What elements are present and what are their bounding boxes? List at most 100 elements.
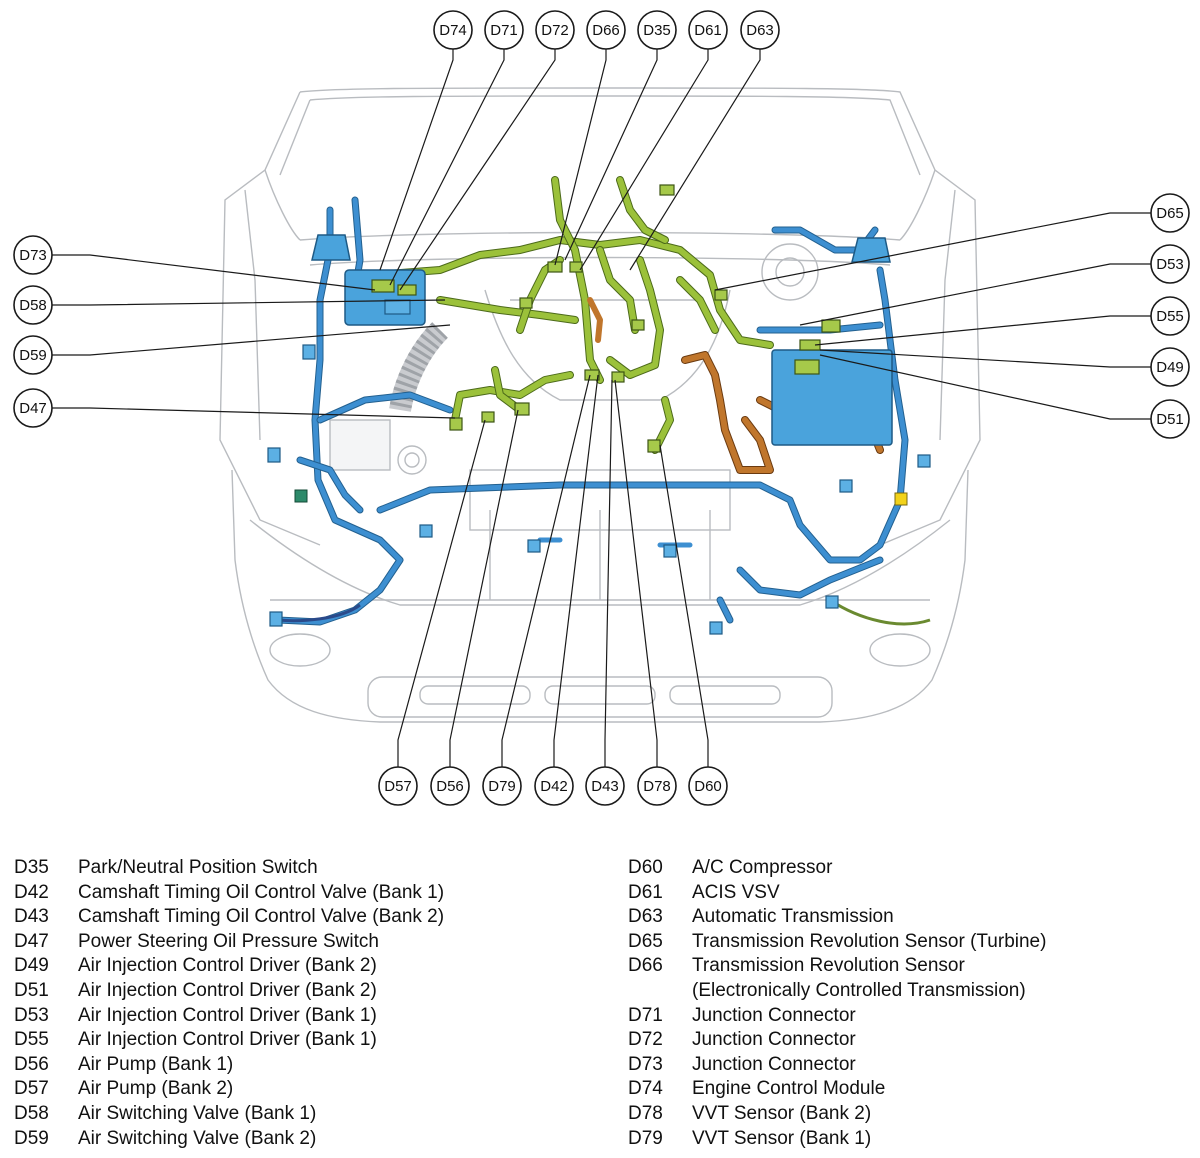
callout-d66-label: D66 [592, 22, 620, 39]
callout-d63: D63 [740, 10, 780, 50]
legend-item: D63 Automatic Transmission [628, 905, 1046, 930]
legend-code: D58 [14, 1102, 49, 1124]
harness-blue-left [274, 196, 454, 626]
legend-description: Air Injection Control Driver (Bank 1) [78, 1029, 377, 1051]
legend-code: D35 [14, 857, 49, 878]
callout-d42: D42 [534, 766, 574, 806]
legend-code: D49 [14, 955, 49, 977]
legend-item: D35 Park/Neutral Position Switch [14, 856, 444, 881]
legend-code: D72 [628, 1029, 663, 1051]
legend-item: D55 Air Injection Control Driver (Bank 1) [14, 1028, 444, 1053]
callout-d65-label: D65 [1156, 205, 1184, 222]
callout-d57-label: D57 [384, 778, 412, 795]
legend-description: Junction Connector [692, 1053, 856, 1075]
callout-d79-label: D79 [488, 778, 516, 795]
legend-description: Transmission Revolution Sensor [692, 955, 965, 977]
legend-code: D60 [628, 857, 663, 878]
components [267, 184, 931, 635]
legend-description: Air Switching Valve (Bank 2) [78, 1127, 317, 1149]
legend-description: VVT Sensor (Bank 2) [692, 1102, 872, 1124]
legend-code: D73 [628, 1053, 663, 1075]
legend-description: Air Switching Valve (Bank 1) [78, 1102, 317, 1124]
callout-d55-label: D55 [1156, 308, 1184, 325]
legend-code: D63 [628, 906, 663, 928]
legend-column-right: D60 A/C Compressor D61 ACIS VSV D63 Automat… [628, 856, 1046, 1151]
callout-d66: D66 [586, 10, 626, 50]
legend-item: D51 Air Injection Control Driver (Bank 2) [14, 979, 444, 1004]
callout-d60-label: D60 [694, 778, 722, 795]
callout-d53-label: D53 [1156, 256, 1184, 273]
legend-code: D55 [14, 1029, 49, 1051]
callout-d74-label: D74 [439, 22, 467, 39]
legend-description: Junction Connector [692, 1029, 856, 1051]
callout-d51-label: D51 [1156, 411, 1184, 428]
callout-d57: D57 [378, 766, 418, 806]
callout-d42-label: D42 [540, 778, 568, 795]
legend-item: D59 Air Switching Valve (Bank 2) [14, 1127, 444, 1152]
legend-code: D78 [628, 1102, 663, 1124]
callout-d74: D74 [433, 10, 473, 50]
legend-description: Engine Control Module [692, 1078, 886, 1100]
legend-item: D56 Air Pump (Bank 1) [14, 1053, 444, 1078]
callout-d59: D59 [13, 335, 53, 375]
legend-item: D53 Air Injection Control Driver (Bank 1) [14, 1004, 444, 1029]
callout-d43-label: D43 [591, 778, 619, 795]
legend-description: Air Injection Control Driver (Bank 1) [78, 1004, 377, 1026]
legend-code: D43 [14, 906, 49, 928]
callout-d56-label: D56 [436, 778, 464, 795]
legend-description: Air Pump (Bank 1) [78, 1053, 234, 1075]
legend-item: D79 VVT Sensor (Bank 1) [628, 1127, 1046, 1152]
legend-description: Park/Neutral Position Switch [78, 857, 318, 878]
legend-code: D65 [628, 930, 663, 952]
callout-d35: D35 [637, 10, 677, 50]
legend-code: D51 [14, 979, 49, 1001]
callout-d71-label: D71 [490, 22, 518, 39]
legend-item: D72 Junction Connector [628, 1028, 1046, 1053]
legend-code: D79 [628, 1127, 663, 1149]
callout-d59-label: D59 [19, 347, 47, 364]
legend-description: Air Injection Control Driver (Bank 2) [78, 979, 377, 1001]
legend-item: D73 Junction Connector [628, 1053, 1046, 1078]
legend-item: D47 Power Steering Oil Pressure Switch [14, 930, 444, 955]
callout-d78-label: D78 [643, 778, 671, 795]
callout-d56: D56 [430, 766, 470, 806]
callout-d72-label: D72 [541, 22, 569, 39]
callout-d47: D47 [13, 388, 53, 428]
callout-d47-label: D47 [19, 400, 47, 417]
legend-description: Power Steering Oil Pressure Switch [78, 930, 379, 952]
vehicle-outline [219, 87, 981, 723]
legend-description: Transmission Revolution Sensor (Turbine) [692, 930, 1047, 952]
callout-d73: D73 [13, 235, 53, 275]
legend-code: D61 [628, 881, 663, 903]
legend-code: D57 [14, 1078, 49, 1100]
callout-d53: D53 [1150, 244, 1190, 284]
callout-d72: D72 [535, 10, 575, 50]
legend-code: D59 [14, 1127, 49, 1149]
legend-description: Automatic Transmission [692, 906, 894, 928]
legend-description: Camshaft Timing Oil Control Valve (Bank … [78, 881, 445, 903]
callout-d58-label: D58 [19, 297, 47, 314]
legend-code: D53 [14, 1004, 49, 1026]
legend-description: VVT Sensor (Bank 1) [692, 1127, 872, 1149]
callout-d35-label: D35 [643, 22, 671, 39]
callout-d73-label: D73 [19, 247, 47, 264]
callout-d43: D43 [585, 766, 625, 806]
callout-d61-label: D61 [694, 22, 722, 39]
legend-item: D58 Air Switching Valve (Bank 1) [14, 1102, 444, 1127]
callout-d71: D71 [484, 10, 524, 50]
legend-description: ACIS VSV [692, 881, 780, 903]
legend-description: Air Injection Control Driver (Bank 2) [78, 955, 377, 977]
callout-d79: D79 [482, 766, 522, 806]
legend-description: A/C Compressor [692, 857, 833, 878]
callout-d51: D51 [1150, 399, 1190, 439]
legend-description: Junction Connector [692, 1004, 856, 1026]
legend-code: D56 [14, 1053, 49, 1075]
legend-code: D47 [14, 930, 49, 952]
callout-d60: D60 [688, 766, 728, 806]
callout-d78: D78 [637, 766, 677, 806]
